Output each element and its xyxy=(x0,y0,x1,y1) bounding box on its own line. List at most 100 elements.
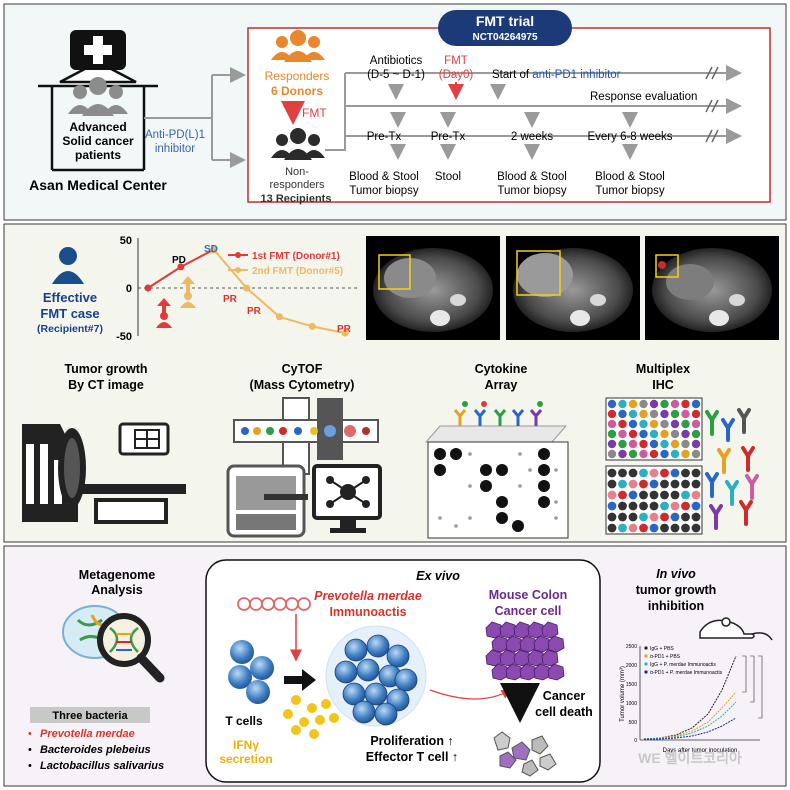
array-faint-spot-9 xyxy=(438,516,442,520)
t-cell-3 xyxy=(334,660,358,684)
label-sd: SD xyxy=(204,244,218,255)
ihc-top-cell xyxy=(639,399,648,409)
cytof-line2: (Mass Cytometry) xyxy=(250,378,355,392)
ihc-top-cell xyxy=(681,449,690,459)
patients-line1: Advanced xyxy=(69,120,126,134)
legend2-dot xyxy=(235,267,241,273)
in-vivo: In vivo xyxy=(656,567,696,581)
ihc-bottom-cell xyxy=(691,468,701,478)
ihc-top-cell xyxy=(670,399,680,409)
ihc-line2: IHC xyxy=(652,378,674,392)
ihc-top-cell xyxy=(607,439,617,449)
ihc-bottom-cell xyxy=(660,468,669,478)
invivo-yt5: 500 xyxy=(629,720,638,726)
bullet3: • xyxy=(28,760,32,772)
ihc-bottom-cell xyxy=(639,468,648,478)
expansion-arrow xyxy=(284,669,316,691)
ihc-bottom-cell xyxy=(691,501,701,511)
ihc-bottom-cell xyxy=(607,479,617,489)
series-1-point-0 xyxy=(210,246,218,254)
t-cell-cluster xyxy=(334,634,418,726)
three-bacteria-bar xyxy=(30,707,150,723)
ihc-top-cell xyxy=(639,439,648,449)
t-cell-1 xyxy=(366,634,390,658)
ihc-bottom-cell xyxy=(639,512,648,522)
ihc-bottom-cell xyxy=(670,468,680,478)
ihc-top-cell xyxy=(628,399,638,409)
ihc-bottom-cell xyxy=(660,523,669,533)
ihc-bottom-cell xyxy=(670,490,680,500)
ihc-bottom-cell xyxy=(691,479,701,489)
ifng-dots xyxy=(283,695,339,739)
series-0-point-0 xyxy=(144,284,152,292)
legend1: 1st FMT (Donor#1) xyxy=(252,251,340,262)
sample4-line1: Blood & Stool xyxy=(595,171,665,183)
ihc-top-cell xyxy=(681,439,690,449)
ihc-top-cell xyxy=(628,439,638,449)
cytof-icon xyxy=(226,397,382,538)
t-cells-small xyxy=(228,640,274,704)
series-0-point-1 xyxy=(177,263,185,271)
ihc-bottom-cell xyxy=(649,512,659,522)
ihc-top-cell xyxy=(607,449,617,459)
ihc-top-cell xyxy=(628,409,638,419)
fmt-day-line1: FMT xyxy=(444,55,468,67)
t-cell-10 xyxy=(352,700,376,724)
chart-ytick-0: 0 xyxy=(126,283,132,295)
sample4-line2: Tumor biopsy xyxy=(595,185,664,197)
prevotella-line2: Immunoactis xyxy=(329,605,406,619)
array-spot-12 xyxy=(512,520,524,532)
case-line2: FMT case xyxy=(40,306,99,321)
ihc-bottom-cell xyxy=(681,479,690,489)
ihc-bottom-cell xyxy=(660,490,669,500)
ihc-top-cell xyxy=(618,409,627,419)
bacteria3: Lactobacillus salivarius xyxy=(40,760,164,772)
ihc-bottom-cell xyxy=(660,479,669,489)
nonresponders-line2: responders xyxy=(269,179,325,191)
sample3-line2: Tumor biopsy xyxy=(497,185,566,197)
bullet1: • xyxy=(28,728,32,740)
ihc-bottom-cell xyxy=(628,501,638,511)
ex-vivo: Ex vivo xyxy=(416,569,460,583)
ihc-top-cell xyxy=(681,429,690,439)
start-prefix: Start of xyxy=(492,69,532,81)
sample1-line1: Blood & Stool xyxy=(349,171,419,183)
array-spot-10 xyxy=(538,496,550,508)
start-highlight: anti-PD1 inhibitor xyxy=(532,69,620,81)
sample1-line2: Tumor biopsy xyxy=(349,185,418,197)
mouse-line2: Cancer cell xyxy=(495,604,562,618)
cytokine-line1: Cytokine xyxy=(475,362,528,376)
ifn-line1: IFNγ xyxy=(233,738,259,752)
donor1-icon xyxy=(156,312,172,328)
invivo-leg2: α-PD1 + PBS xyxy=(650,654,681,660)
ct-scanner-icon xyxy=(22,422,186,524)
array-spot-5 xyxy=(480,480,492,492)
ihc-top-cell xyxy=(660,429,669,439)
every-weeks: Every 6-8 weeks xyxy=(587,131,672,143)
patients-line3: patients xyxy=(75,148,121,162)
magnifier-dna-icon xyxy=(62,605,165,683)
ihc-bottom-cell xyxy=(691,490,701,500)
array-spot-9 xyxy=(496,496,508,508)
array-faint-spot-10 xyxy=(454,524,458,528)
series-1-point-1 xyxy=(243,284,251,292)
legend2: 2nd FMT (Donor#5) xyxy=(252,266,343,277)
ihc-bottom-cell xyxy=(639,501,648,511)
ihc-top-cell xyxy=(649,399,659,409)
ihc-bottom-cell xyxy=(649,468,659,478)
label-pd: PD xyxy=(172,255,186,266)
ihc-top-cell xyxy=(607,429,617,439)
ihc-top-cell xyxy=(649,449,659,459)
responders-label: Responders xyxy=(265,69,330,83)
ihc-bottom-cell xyxy=(628,490,638,500)
array-faint-spot-5 xyxy=(518,484,522,488)
t-cell-6 xyxy=(394,668,418,692)
t-cells: T cells xyxy=(225,714,263,728)
ihc-bottom-cell xyxy=(628,479,638,489)
patients-line2: Solid cancer xyxy=(62,134,134,148)
t-cell-2 xyxy=(386,644,410,668)
split-arrows xyxy=(144,67,246,168)
fmt1-up-arrow xyxy=(157,298,171,316)
array-faint-spot-4 xyxy=(468,484,472,488)
